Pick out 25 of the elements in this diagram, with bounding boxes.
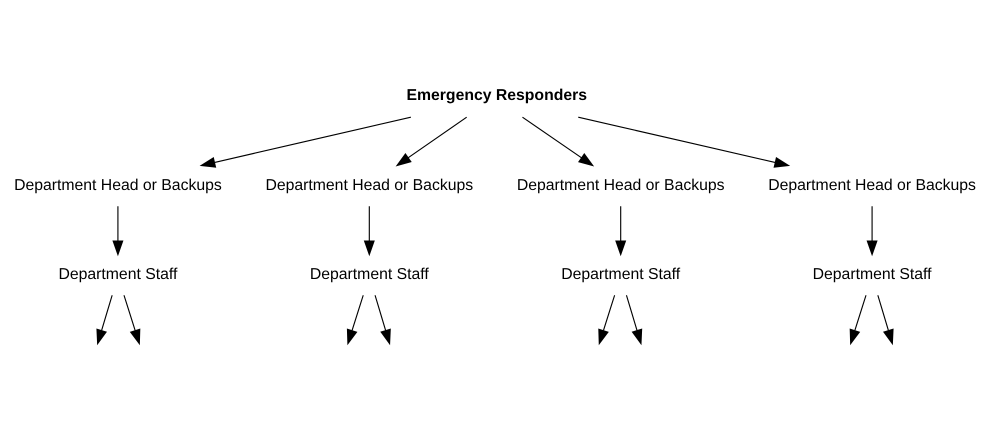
node-text: Department Head or Backups <box>768 177 976 194</box>
node-text: Department Staff <box>561 266 680 284</box>
arrow <box>123 295 140 346</box>
node-text: Department Staff <box>812 266 932 284</box>
arrow <box>626 295 642 346</box>
node-text: Department Head or Backups <box>14 177 222 194</box>
arrow <box>346 295 364 346</box>
arrow <box>374 295 391 346</box>
arrow <box>200 116 411 168</box>
node-text: Emergency Responders <box>406 86 588 104</box>
arrow <box>578 116 790 168</box>
arrow <box>364 206 375 256</box>
arrow <box>598 295 616 346</box>
arrow <box>850 295 867 346</box>
arrow <box>877 295 894 346</box>
node-text: Department Staff <box>58 266 178 284</box>
node-text: Department Head or Backups <box>265 177 474 194</box>
arrow <box>866 206 878 256</box>
arrow <box>615 206 626 256</box>
arrow <box>96 295 113 346</box>
arrow <box>396 116 467 166</box>
arrow <box>112 206 124 256</box>
node-text: Department Head or Backups <box>516 177 725 194</box>
arrow <box>522 116 594 166</box>
node-text: Department Staff <box>310 266 429 284</box>
